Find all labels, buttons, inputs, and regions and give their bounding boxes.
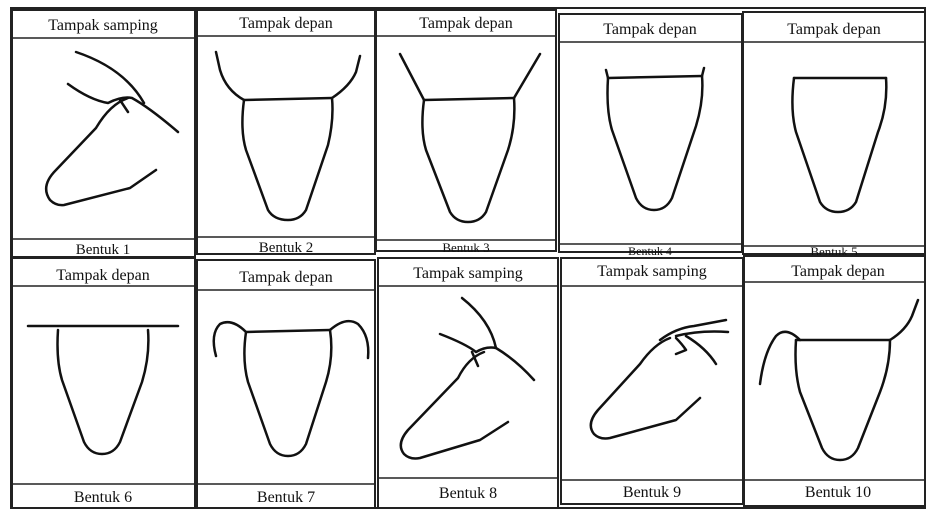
horn-drawing-front <box>400 54 540 222</box>
panel-bentuk-4: Tampak depan Bentuk 4 <box>559 14 742 258</box>
caption-label: Bentuk 9 <box>623 484 681 501</box>
caption-label: Bentuk 1 <box>76 242 131 258</box>
view-label: Tampak depan <box>603 21 697 38</box>
horn-drawing-front <box>792 78 886 212</box>
horn-drawing-front <box>216 52 360 220</box>
panel-frame <box>12 10 195 257</box>
panel-frame <box>744 256 925 506</box>
view-label: Tampak samping <box>48 17 158 34</box>
panel-frame <box>197 10 375 254</box>
caption-label: Bentuk 3 <box>442 240 489 255</box>
caption-label: Bentuk 2 <box>259 240 314 256</box>
view-label: Tampak samping <box>413 265 523 282</box>
panel-frame <box>378 258 558 508</box>
horn-drawing-front <box>606 68 704 210</box>
caption-label: Bentuk 4 <box>628 244 672 258</box>
panel-bentuk-5: Tampak depan Bentuk 5 <box>743 12 925 259</box>
caption-label: Bentuk 6 <box>74 489 132 506</box>
view-label: Tampak depan <box>239 15 333 32</box>
panel-bentuk-7: Tampak depan Bentuk 7 <box>197 260 375 508</box>
horn-drawing-front <box>214 321 369 456</box>
panel-frame <box>197 260 375 508</box>
horn-drawing-side <box>401 298 534 459</box>
view-label: Tampak depan <box>56 267 150 284</box>
panel-frame <box>559 14 742 252</box>
panel-bentuk-6: Tampak depan Bentuk 6 <box>12 258 195 508</box>
panel-bentuk-1: Tampak samping Bentuk 1 <box>12 10 195 258</box>
horn-drawing-front <box>760 300 918 460</box>
panel-bentuk-3: Tampak depan Bentuk 3 <box>376 10 556 255</box>
view-label: Tampak depan <box>419 15 513 32</box>
panel-bentuk-8: Tampak samping Bentuk 8 <box>378 258 558 508</box>
panel-bentuk-2: Tampak depan Bentuk 2 <box>197 10 375 256</box>
caption-label: Bentuk 7 <box>257 489 315 506</box>
view-label: Tampak depan <box>791 263 885 280</box>
panel-frame <box>12 258 195 508</box>
caption-label: Bentuk 10 <box>805 484 871 501</box>
horn-drawing-side <box>591 320 728 439</box>
view-label: Tampak depan <box>787 21 881 38</box>
panel-bentuk-9: Tampak samping Bentuk 9 <box>561 258 743 504</box>
panel-bentuk-10: Tampak depan Bentuk 10 <box>744 256 925 506</box>
view-label: Tampak samping <box>597 263 707 280</box>
horn-drawing-side <box>46 52 178 205</box>
panel-frame <box>561 258 743 504</box>
view-label: Tampak depan <box>239 269 333 286</box>
panel-frame <box>376 10 556 251</box>
horn-drawing-front <box>28 326 178 454</box>
panel-frame <box>743 12 925 254</box>
caption-label: Bentuk 8 <box>439 485 497 502</box>
